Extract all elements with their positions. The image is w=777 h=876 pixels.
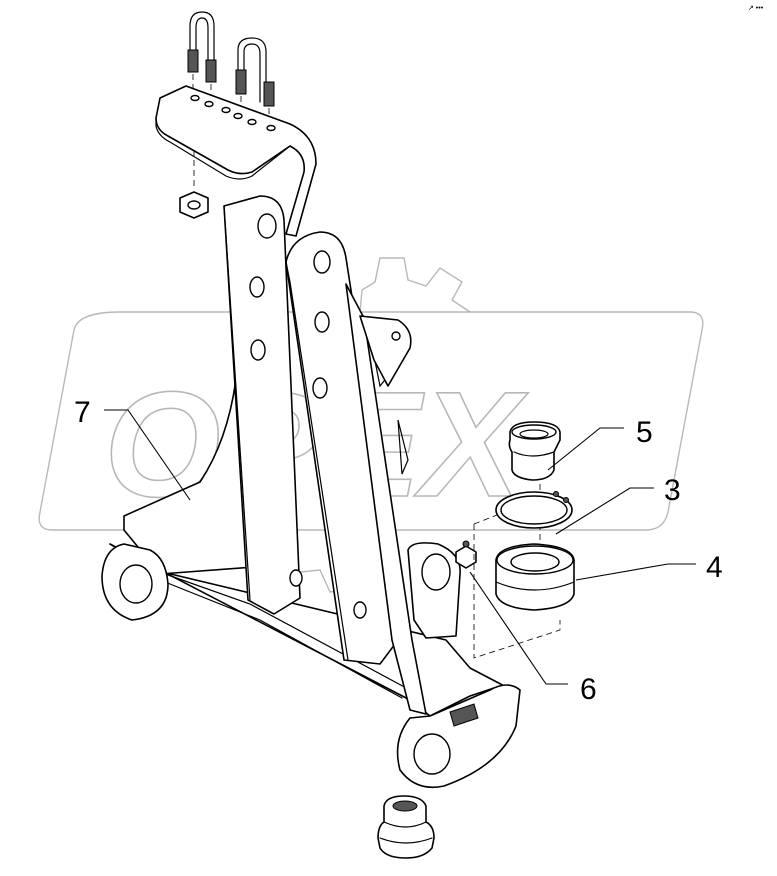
leader-lines	[104, 409, 696, 685]
main-frame-item-7	[101, 195, 521, 789]
callout-6: 6	[580, 673, 597, 706]
mounting-bracket-plate	[155, 85, 317, 237]
lower-bushing	[377, 795, 435, 859]
callout-3: 3	[664, 474, 681, 507]
u-bolt-right	[235, 37, 275, 128]
callout-5: 5	[636, 416, 653, 449]
bearing-item-4	[495, 543, 575, 611]
callout-4: 4	[706, 551, 723, 584]
u-bolt-left	[187, 11, 217, 104]
grease-nipple-item-6	[455, 540, 477, 569]
circlip-item-3	[495, 491, 573, 529]
hex-nut	[179, 191, 209, 219]
callout-7: 7	[74, 396, 91, 429]
corner-mark: ↗ •••	[748, 5, 764, 12]
bushing-item-5	[508, 421, 561, 481]
